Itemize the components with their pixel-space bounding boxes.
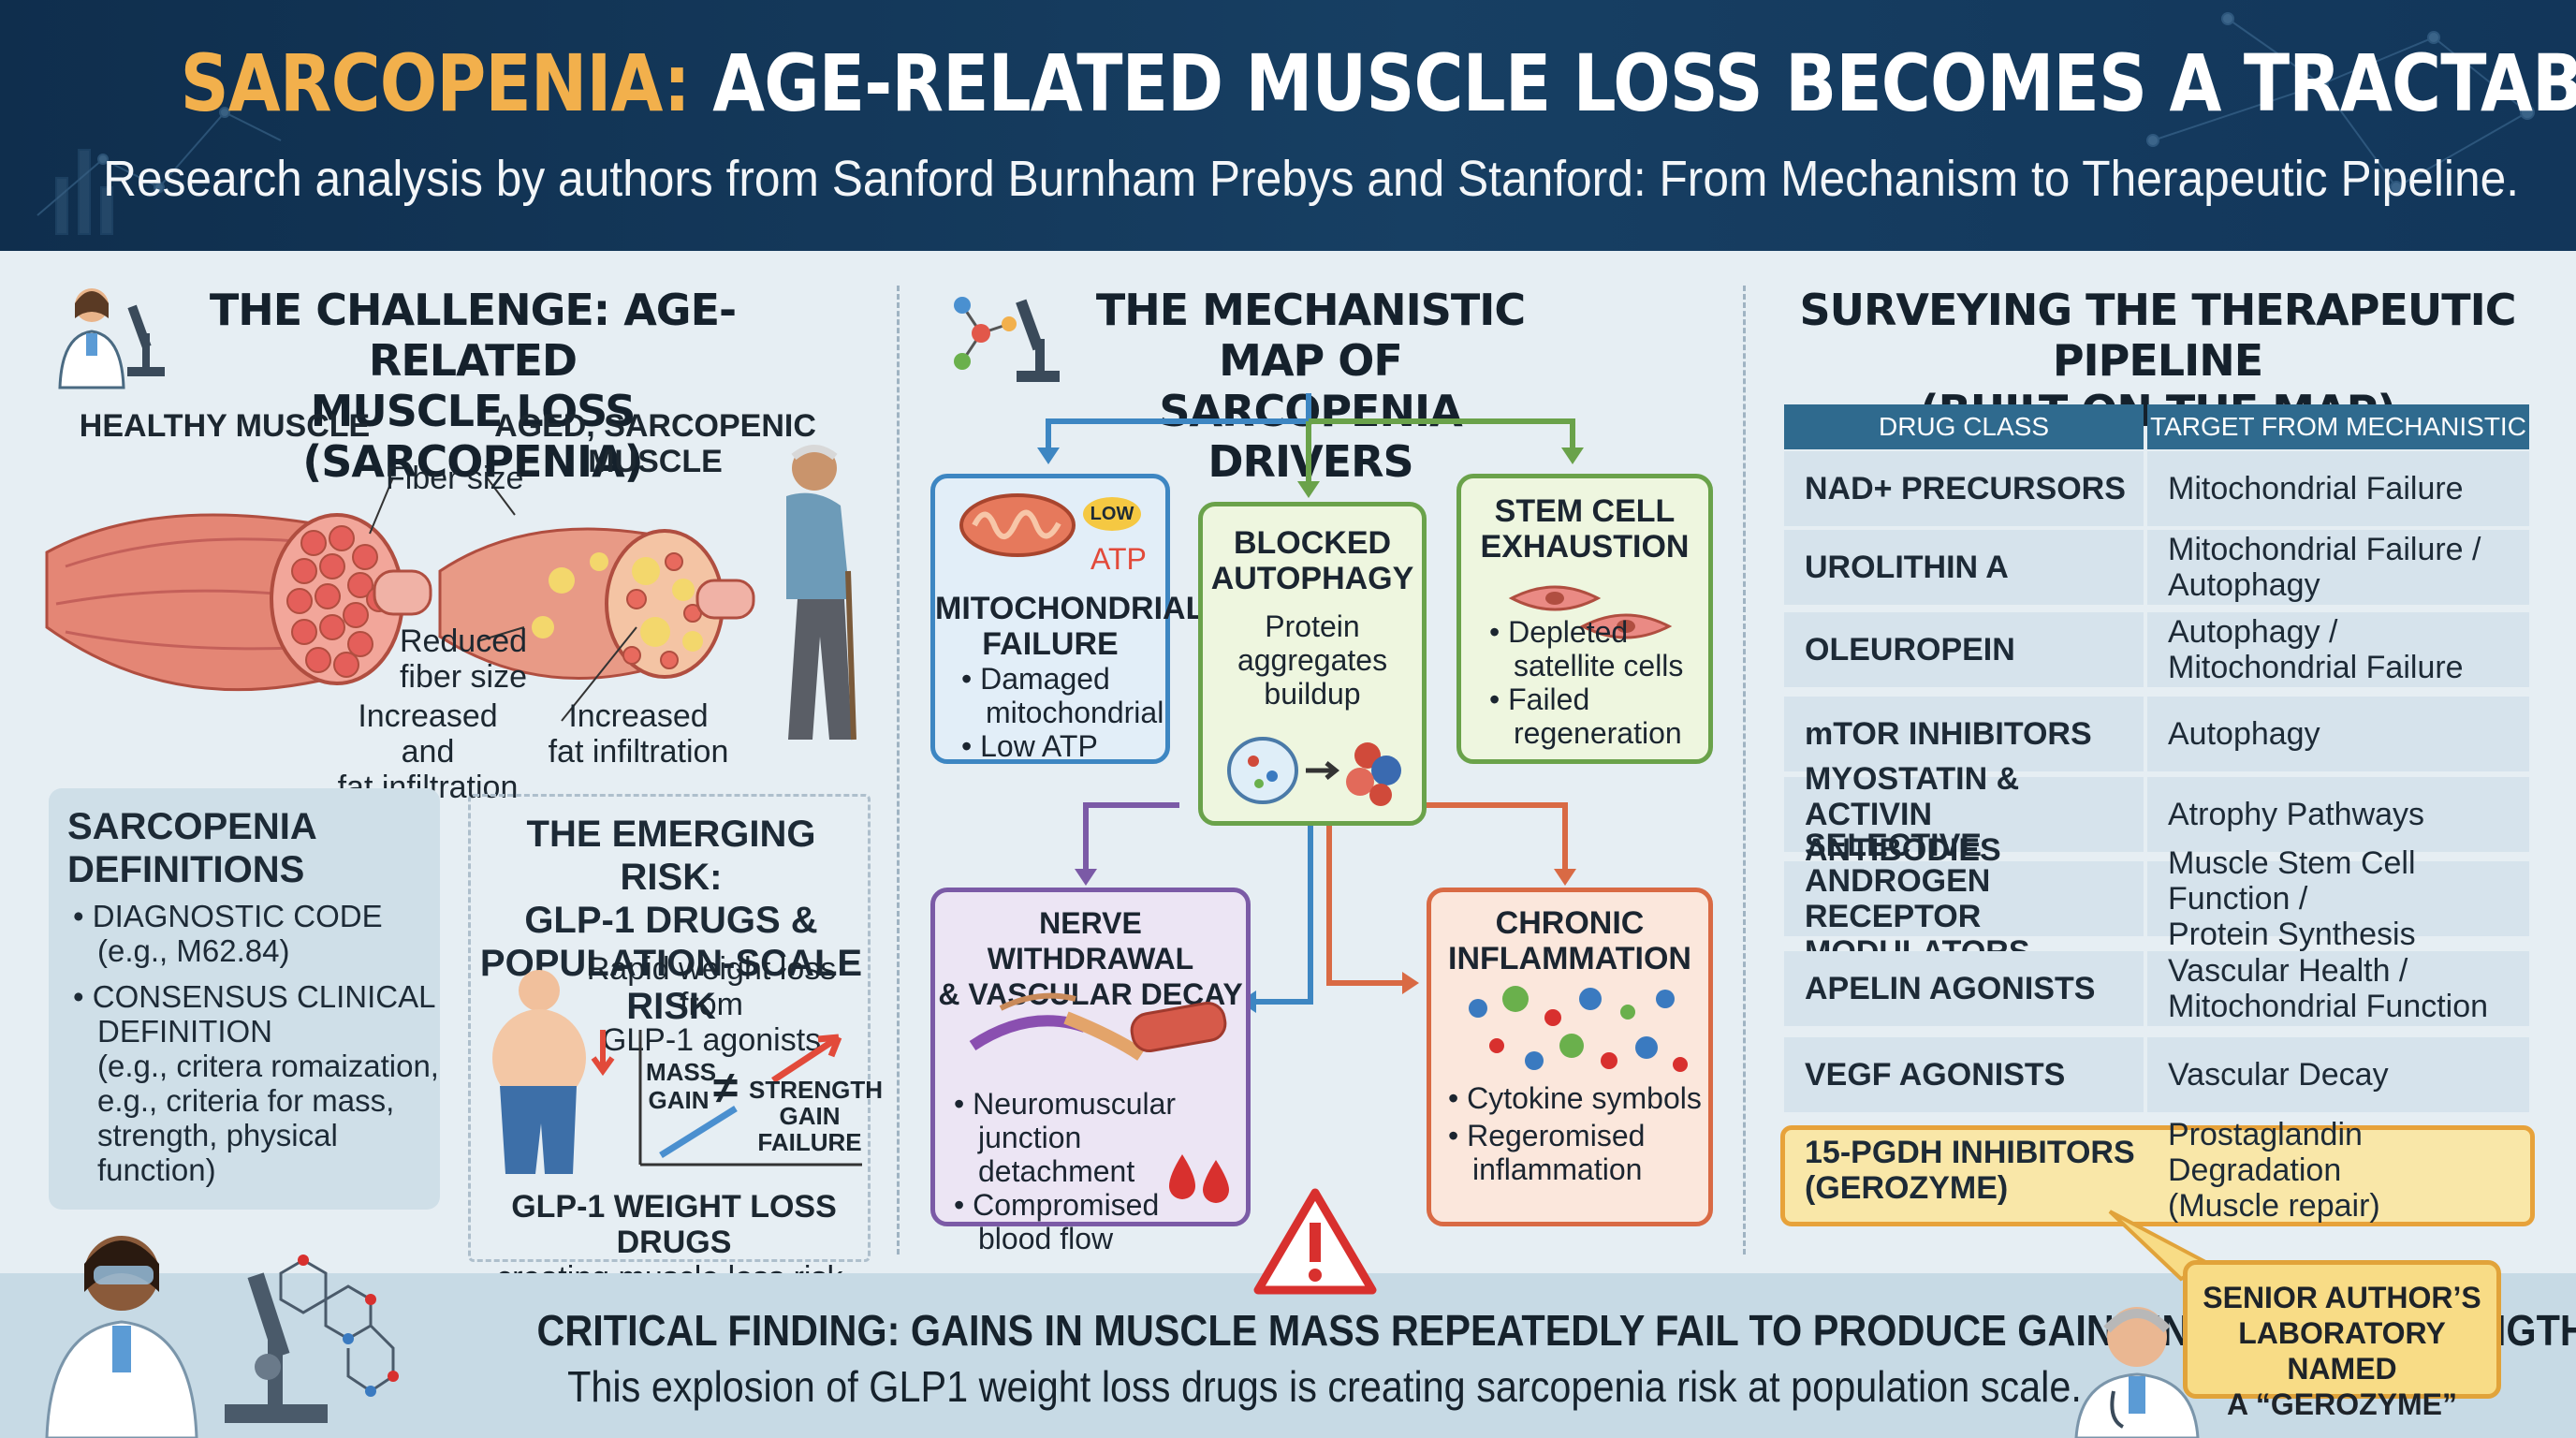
scientist-icon [45,1236,328,1438]
low-badge: LOW [1083,497,1141,531]
header-banner: SARCOPENIA: AGE-RELATED MUSCLE LOSS BECO… [0,0,2576,251]
definition-item: • CONSENSUS CLINICAL DEFINITION (e.g., c… [73,979,439,1187]
network-pattern-icon [37,12,2535,235]
target-cell: Autophagy /Mitochondrial Failure [2147,612,2529,687]
column-divider [1743,286,1746,1255]
target-cell: Vascular Decay [2147,1037,2529,1112]
mass-vs-strength-chart-icon [638,1030,862,1167]
cytokine-icon [1469,986,1688,1072]
mito-bullets: • Damaged mitochondrial • Low ATP [961,662,1164,763]
molecule-structure-icon [279,1255,399,1397]
aged-muscle-label: AGED, SARCOPENIC MUSCLE [494,408,816,479]
target-cell: Vascular Health /Mitochondrial Function [2147,951,2529,1026]
target-cell: Prostaglandin Degradation(Muscle repair) [2168,1117,2380,1224]
healthy-muscle-label: HEALTHY MUSCLE [79,408,371,444]
atp-label: ATP [1090,542,1147,576]
critical-finding-subtext: This explosion of GLP1 weight loss drugs… [567,1362,2082,1411]
nerve-junction-icon [969,992,1227,1061]
warning-icon [1253,1188,1377,1295]
drug-class-cell: NAD+ PRECURSORS [1784,451,2144,526]
critical-finding-text: CRITICAL FINDING: GAINS IN MUSCLE MASS R… [536,1306,2576,1355]
mitochondria-icon [959,493,1076,557]
drug-class-cell: APELIN AGONISTS [1784,951,2144,1026]
fiber-size-label: Fiber size [386,461,524,496]
inflam-bullets: • Cytokine symbols • Regeromised inflamm… [1448,1081,1702,1186]
satellite-cell-icon [1508,585,1673,639]
table-header-drug-class: DRUG CLASS [1784,404,2144,449]
muscle-illustration [45,445,856,741]
target-cell: Mitochondrial Failure /Autophagy [2147,530,2529,605]
nerve-vascular-box: NERVE WITHDRAWAL& VASCULAR DECAY • Neuro… [930,888,1251,1255]
table-row: 15-PGDH INHIBITORS(GEROZYME) Prostaglandi… [1784,1117,2529,1224]
target-cell: Autophagy [2147,697,2529,771]
drug-class-cell: UROLITHIN A [1784,530,2144,605]
not-equal-symbol: ≠ [713,1064,739,1113]
target-cell: Atrophy Pathways [2147,777,2529,852]
target-cell: Mitochondrial Failure [2147,451,2529,526]
gerozyme-highlight [1780,1125,2535,1226]
drug-class-cell: mTOR INHIBITORS [1784,697,2144,771]
blood-drop-icon [1169,1154,1229,1203]
scientist-microscope-icon [58,288,165,389]
nerve-bullets: • Neuromuscular junction detachment • Co… [954,1087,1177,1255]
stem-bullets: • Depleted satellite cells • Failed rege… [1489,615,1684,750]
page-subtitle: Research analysis by authors from Sanfor… [103,151,2520,207]
molecule-microscope-icon [954,297,1060,382]
protein-aggregate-icon [1227,737,1401,806]
drug-class-cell: OLEUROPEIN [1784,612,2144,687]
senior-author-icon [2074,1307,2200,1438]
target-cell: Muscle Stem Cell Function /Protein Synth… [2147,845,2529,952]
drug-class-cell: 15-PGDH INHIBITORS(GEROZYME) [1805,1135,2135,1206]
column-divider [897,286,900,1255]
definition-item: • DIAGNOSTIC CODE (e.g., M62.84) [73,899,383,968]
page-title: SARCOPENIA: AGE-RELATED MUSCLE LOSS BECO… [180,37,2576,129]
overweight-person-icon [492,970,615,1174]
drug-class-cell: VEGF AGONISTS [1784,1037,2144,1112]
table-header-target: TARGET FROM MECHANISTIC MAP [2147,404,2529,486]
emerging-risk-box [468,794,871,1262]
mechanism-arrows [1037,393,1584,1013]
